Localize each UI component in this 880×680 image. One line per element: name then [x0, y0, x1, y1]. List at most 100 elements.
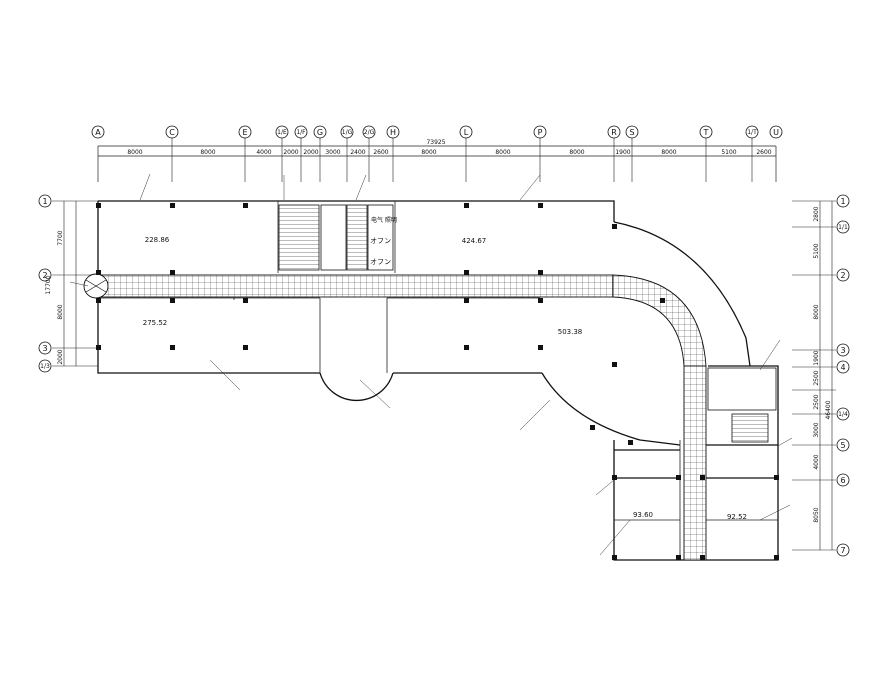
axis-bubble: L — [459, 125, 473, 139]
axis-bubble: H — [386, 125, 400, 139]
axis-bubble: P — [533, 125, 547, 139]
axis-label: 2 — [42, 271, 47, 280]
axis-label: U — [773, 128, 779, 137]
row-dim: 4000 — [813, 454, 820, 469]
axis-label: 3 — [42, 344, 47, 353]
interior-partitions — [98, 201, 778, 560]
axis-bubble: 2 — [38, 268, 52, 282]
column-dim: 8000 — [200, 149, 215, 156]
column-dimensions: 8000 8000 4000 2000 2000 3000 2400 2600 … — [127, 149, 771, 156]
row-dim: 5100 — [813, 243, 820, 258]
axis-label: 2/G — [364, 129, 375, 136]
column-dim: 8000 — [421, 149, 436, 156]
axis-label: 2 — [840, 271, 845, 280]
room-areas: 228.86 275.52 424.67 503.38 93.60 92.52 — [143, 236, 747, 521]
area-upper-left: 228.86 — [145, 236, 170, 244]
area-curved: 503.38 — [558, 328, 583, 336]
area-upper-right: 424.67 — [462, 237, 487, 245]
stair-stamp-electric: 电气 照明 — [371, 216, 397, 224]
row-dim: 8000 — [813, 304, 820, 319]
column-ticks — [171, 138, 753, 182]
axis-bubble: 1/E — [275, 125, 289, 139]
axis-bubble: A — [91, 125, 105, 139]
structural-columns — [96, 203, 779, 560]
right-row-axes: 1 1/1 2 3 4 1/4 5 6 7 — [836, 194, 850, 557]
axis-label: 1/F — [296, 129, 306, 136]
axis-label: 5 — [840, 441, 845, 450]
axis-label: 1/T — [747, 129, 757, 136]
axis-bubble: 1/G — [340, 125, 354, 139]
column-dim: 5100 — [721, 149, 736, 156]
row-dim: 1900 — [813, 350, 820, 365]
row-dim: 7700 — [57, 230, 64, 245]
axis-label: C — [169, 128, 175, 137]
column-dim: 2600 — [373, 149, 388, 156]
column-dim: 2400 — [350, 149, 365, 156]
corridor-curve — [612, 274, 707, 367]
column-dim: 2600 — [756, 149, 771, 156]
area-wing-left: 93.60 — [633, 511, 653, 519]
row-dim: 8000 — [57, 304, 64, 319]
column-dim: 4000 — [256, 149, 271, 156]
axis-label: P — [538, 128, 543, 137]
top-dimension-lines — [97, 145, 777, 182]
axis-label: E — [242, 128, 247, 137]
axis-bubble: 1/F — [294, 125, 308, 139]
area-wing-right: 92.52 — [727, 513, 747, 521]
right-dimension-lines — [792, 200, 836, 551]
axis-bubble: E — [238, 125, 252, 139]
right-dimensions: 2800 5100 8000 1900 2500 2500 3000 4000 … — [813, 206, 832, 522]
axis-label: H — [390, 128, 396, 137]
axis-bubble: 2 — [836, 268, 850, 282]
axis-bubble: 1/T — [745, 125, 759, 139]
axis-label: L — [464, 128, 469, 137]
axis-label: 1/4 — [838, 411, 848, 418]
axis-bubble: G — [313, 125, 327, 139]
building-walls — [97, 200, 779, 561]
column-dim: 8000 — [495, 149, 510, 156]
row-dim: 2800 — [813, 206, 820, 221]
axis-label: 1 — [42, 197, 47, 206]
row-dim: 17700 — [45, 275, 52, 294]
axis-bubble: 5 — [836, 438, 850, 452]
row-dim: 3000 — [813, 422, 820, 437]
column-axes: A C E 1/E 1/F G 1/G 2/G H L P R S T 1/T … — [91, 125, 783, 139]
axis-bubble: 7 — [836, 543, 850, 557]
axis-bubble: 1 — [836, 194, 850, 208]
axis-bubble: C — [165, 125, 179, 139]
column-dim: 2000 — [283, 149, 298, 156]
callout-leaders — [69, 173, 793, 556]
axis-label: A — [95, 128, 101, 137]
row-dim: 2000 — [57, 349, 64, 364]
axis-bubble: T — [699, 125, 713, 139]
row-dim: 2500 — [813, 370, 820, 385]
corridor-west — [97, 274, 614, 298]
axis-bubble: 1/1 — [836, 220, 850, 234]
axis-label: 3 — [840, 346, 845, 355]
row-dim: 46400 — [825, 400, 832, 419]
axis-label: 4 — [840, 363, 845, 372]
left-dimensions: 7700 17700 8000 2000 — [45, 230, 64, 364]
axis-label: 6 — [840, 476, 845, 485]
column-dim: 8000 — [569, 149, 584, 156]
axis-label: 1/3 — [40, 363, 50, 370]
axis-bubble: 4 — [836, 360, 850, 374]
corridor-south — [683, 365, 707, 561]
left-row-axes: 1 2 3 1/3 — [38, 194, 52, 373]
axis-bubble: U — [769, 125, 783, 139]
axis-label: S — [629, 128, 634, 137]
axis-label: G — [317, 128, 323, 137]
axis-bubble: 2/G — [362, 125, 376, 139]
column-dim: 2000 — [303, 149, 318, 156]
axis-bubble: 1/3 — [38, 359, 52, 373]
axis-label: 1/1 — [838, 224, 848, 231]
east-stair-core — [707, 367, 777, 443]
axis-bubble: R — [607, 125, 621, 139]
axis-bubble: 3 — [38, 341, 52, 355]
stair-core: 电气 照明 オフン オフン — [278, 204, 397, 271]
axis-label: 1/G — [342, 129, 353, 136]
row-dim: 8050 — [813, 507, 820, 522]
axis-bubble: 6 — [836, 473, 850, 487]
axis-label: 1/E — [277, 129, 287, 136]
